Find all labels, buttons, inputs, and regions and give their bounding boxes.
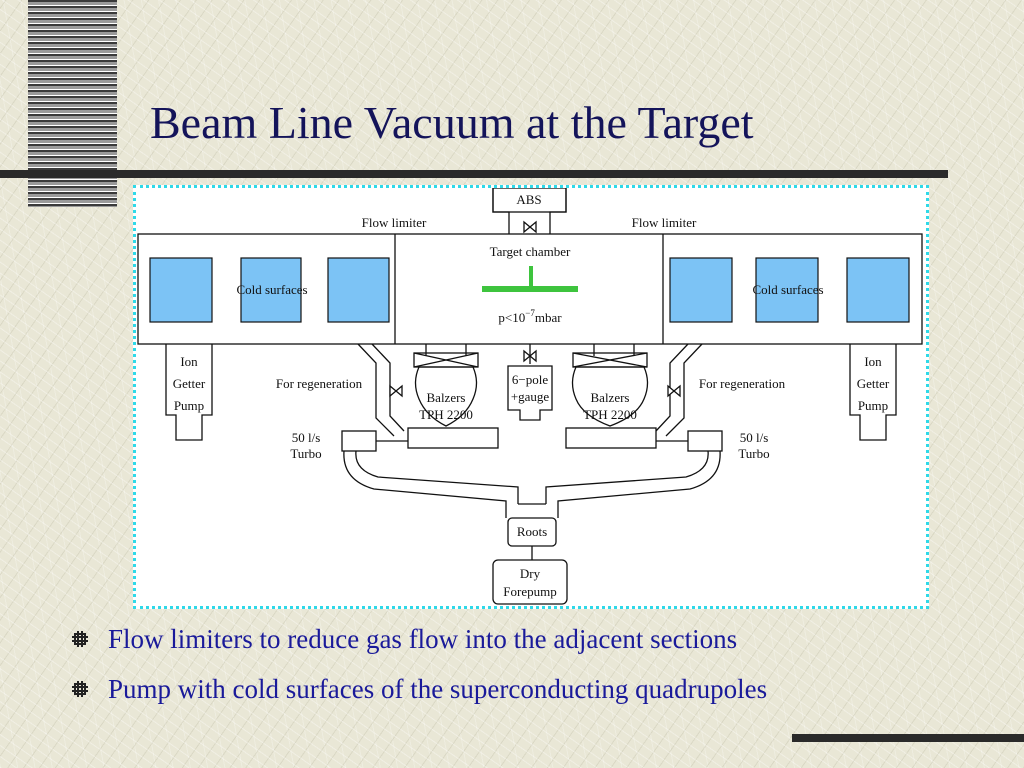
vacuum-diagram-frame: ABS Flow limiter Flow limiter Target cha… <box>133 185 929 609</box>
balzers-right-line-2: TPH 2200 <box>583 407 637 422</box>
title-underline-rule <box>0 170 948 178</box>
balzers-left-line-1: Balzers <box>427 390 466 405</box>
forepump-line-1: Dry <box>520 566 541 581</box>
hash-square-bullet-icon <box>72 631 88 647</box>
cold-surface-block <box>327 257 390 323</box>
ion-getter-pump-right-line-2: Getter <box>857 376 890 391</box>
vacuum-diagram: ABS Flow limiter Flow limiter Target cha… <box>137 188 923 605</box>
balzers-right-line-1: Balzers <box>591 390 630 405</box>
sixpole-gauge-line-1: 6−pole <box>512 372 548 387</box>
hash-square-bullet-icon <box>72 681 88 697</box>
bottom-decorative-rule <box>792 734 1024 742</box>
turbo-left-line-2: Turbo <box>290 446 321 461</box>
cold-surface-block <box>149 257 213 323</box>
turbo-right-line-2: Turbo <box>738 446 769 461</box>
target-bar <box>482 286 578 292</box>
bullet-text: Flow limiters to reduce gas flow into th… <box>108 624 738 654</box>
slide-title: Beam Line Vacuum at the Target <box>150 97 754 148</box>
target-stem <box>529 266 533 288</box>
cold-surface-block <box>846 257 910 323</box>
regeneration-left-label: For regeneration <box>276 376 363 391</box>
sixpole-gauge-line-2: +gauge <box>511 389 550 404</box>
flow-limiter-left-label: Flow limiter <box>362 215 427 230</box>
ion-getter-pump-right-line-1: Ion <box>864 354 882 369</box>
balzers-left-line-2: TPH 2200 <box>419 407 473 422</box>
abs-label: ABS <box>516 192 541 207</box>
target-chamber-label: Target chamber <box>490 244 571 259</box>
turbo-right-line-1: 50 l/s <box>740 430 769 445</box>
roots-label: Roots <box>517 524 547 539</box>
cold-surface-block <box>755 257 819 323</box>
cold-surfaces-left-label: Cold surfaces <box>236 282 307 297</box>
forepump-line-2: Forepump <box>503 584 556 599</box>
turbo-left-line-1: 50 l/s <box>292 430 321 445</box>
cold-surface-block <box>669 257 733 323</box>
bullet-list: Flow limiters to reduce gas flow into th… <box>72 620 767 720</box>
ion-getter-pump-left-line-2: Getter <box>173 376 206 391</box>
ion-getter-pump-right-line-3: Pump <box>858 398 888 413</box>
bullet-text: Pump with cold surfaces of the supercond… <box>108 674 768 704</box>
cold-surfaces-right-label: Cold surfaces <box>752 282 823 297</box>
flow-limiter-right-label: Flow limiter <box>632 215 697 230</box>
regeneration-right-label: For regeneration <box>699 376 786 391</box>
cold-surface-block <box>240 257 302 323</box>
ion-getter-pump-left-line-3: Pump <box>174 398 204 413</box>
bullet-item: Flow limiters to reduce gas flow into th… <box>72 620 767 670</box>
bullet-item: Pump with cold surfaces of the supercond… <box>72 670 767 720</box>
pressure-label: p<10−7mbar <box>498 308 562 325</box>
ion-getter-pump-left-line-1: Ion <box>180 354 198 369</box>
